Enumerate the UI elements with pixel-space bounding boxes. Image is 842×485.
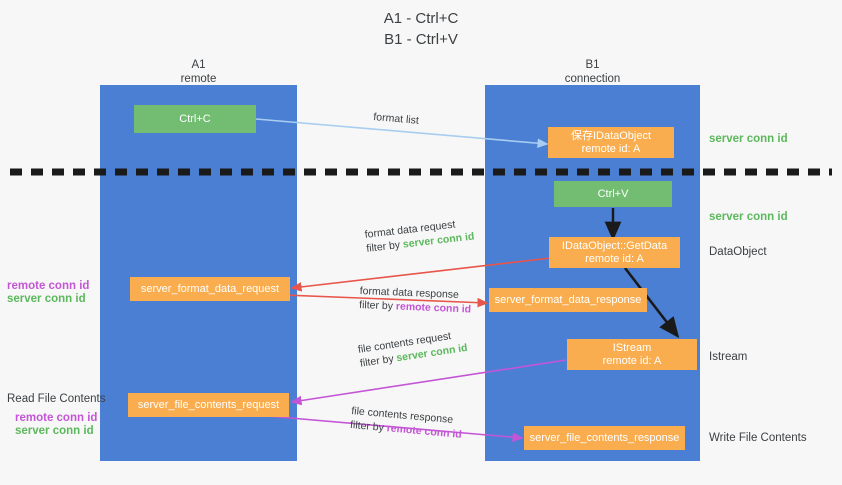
node-getdata-line-2: remote id: A (585, 252, 644, 265)
node-fmt-resp-label: server_format_data_response (494, 293, 642, 306)
node-server-file-contents-response[interactable]: server_file_contents_response (524, 426, 685, 450)
message-format-list-text: format list (372, 110, 420, 127)
label-file-server-conn-id: server conn id (15, 425, 94, 437)
message-fcresp-prefix: filter by (349, 418, 388, 435)
node-file-resp-label: server_file_contents_response (529, 431, 680, 444)
node-ctrl-c-label: Ctrl+C (179, 112, 211, 125)
node-istream-line-2: remote id: A (602, 354, 662, 367)
label-fmt-remote-conn-id: remote conn id (7, 280, 90, 292)
title-line-1: A1 - Ctrl+C (383, 10, 459, 27)
column-header-a1: A1 remote (100, 58, 297, 86)
message-fdreq-prefix: filter by (365, 238, 404, 255)
column-header-a1-role: remote (180, 73, 217, 85)
title-line-2: B1 - Ctrl+V (384, 31, 458, 48)
message-format-data-response: format data response filter by remote co… (359, 284, 472, 316)
message-file-contents-response: file contents response filter by remote … (350, 404, 464, 442)
label-file-remote-conn-id: remote conn id (15, 412, 98, 424)
node-server-file-contents-request[interactable]: server_file_contents_request (128, 393, 289, 417)
label-server-conn-id-top: server conn id (709, 133, 788, 145)
message-fdresp-prefix: filter by (358, 298, 397, 313)
diagram-title: A1 - Ctrl+C B1 - Ctrl+V (0, 8, 842, 50)
message-format-list: format list (373, 110, 420, 128)
node-fmt-req-label: server_format_data_request (140, 282, 280, 295)
column-header-b1-name: B1 (585, 59, 600, 71)
node-idataobject-line-1: 保存IDataObject (570, 129, 652, 142)
message-file-contents-request: file contents request filter by server c… (357, 327, 468, 371)
column-header-a1-name: A1 (191, 59, 206, 71)
label-server-conn-id-mid: server conn id (709, 211, 788, 223)
node-ctrl-c[interactable]: Ctrl+C (134, 105, 256, 133)
message-fdresp-emph: remote conn id (395, 300, 472, 316)
label-write-file-contents: Write File Contents (709, 432, 807, 444)
label-read-file-contents: Read File Contents (7, 393, 106, 405)
message-format-data-request: format data request filter by server con… (364, 216, 475, 256)
node-istream-line-1: IStream (612, 341, 652, 354)
label-fmt-server-conn-id: server conn id (7, 293, 86, 305)
message-fcreq-prefix: filter by (359, 352, 398, 370)
node-idataobject-getdata[interactable]: IDataObject::GetData remote id: A (549, 237, 680, 268)
node-idataobject[interactable]: 保存IDataObject remote id: A (548, 127, 674, 158)
label-dataobject: DataObject (709, 246, 767, 258)
node-server-format-data-request[interactable]: server_format_data_request (130, 277, 290, 301)
node-idataobject-line-2: remote id: A (581, 142, 641, 155)
label-istream: Istream (709, 351, 748, 363)
node-file-req-label: server_file_contents_request (137, 398, 280, 411)
node-ctrl-v-label: Ctrl+V (597, 187, 629, 200)
node-server-format-data-response[interactable]: server_format_data_response (489, 288, 647, 312)
node-getdata-line-1: IDataObject::GetData (561, 239, 668, 252)
node-istream[interactable]: IStream remote id: A (567, 339, 697, 370)
column-header-b1: B1 connection (485, 58, 700, 86)
column-header-b1-role: connection (564, 73, 621, 85)
node-ctrl-v[interactable]: Ctrl+V (554, 181, 672, 207)
